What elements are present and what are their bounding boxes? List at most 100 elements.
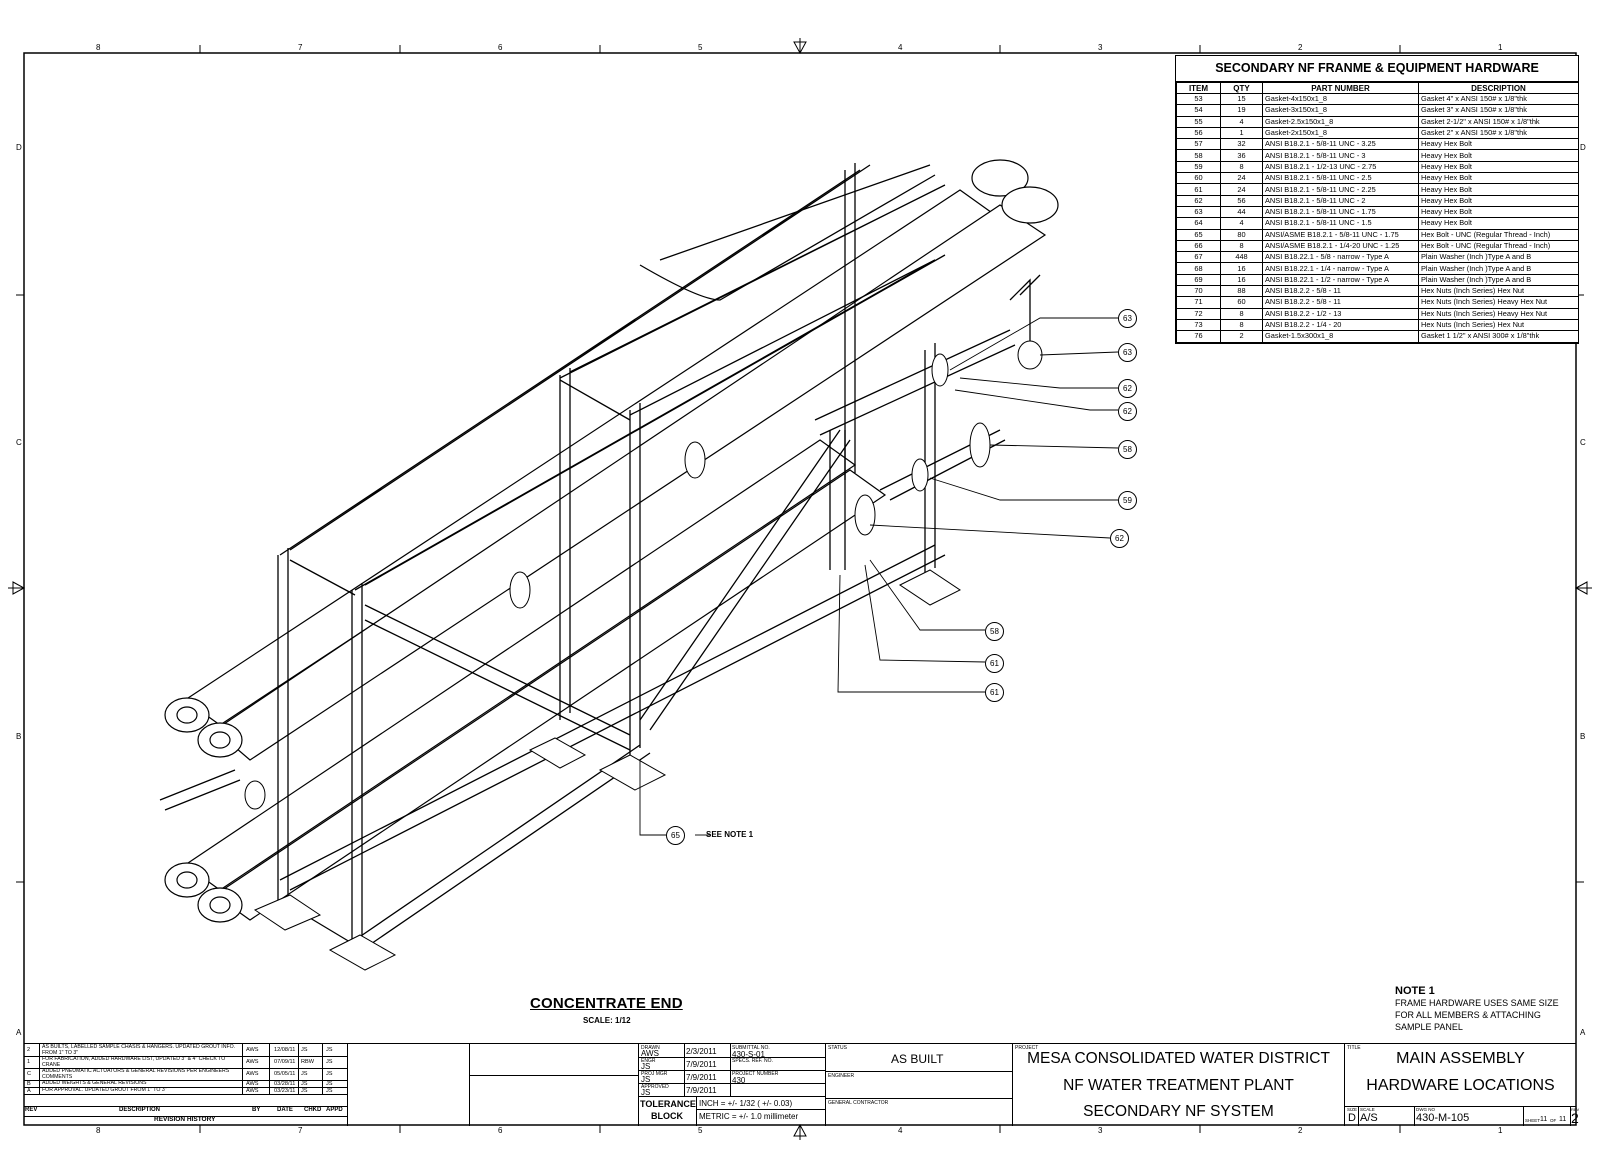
item-balloon: 58 bbox=[1118, 440, 1137, 459]
drawn-label: DRAWN bbox=[641, 1045, 660, 1051]
table-cell: Heavy Hex Bolt bbox=[1418, 205, 1579, 219]
revision-cell: C bbox=[27, 1071, 32, 1077]
column-header: ITEM bbox=[1176, 82, 1221, 94]
zone-number: 7 bbox=[298, 1126, 303, 1135]
tolerance-inch: INCH = +/- 1/32 ( +/- 0.03) bbox=[699, 1099, 793, 1108]
revision-footer: REVISION HISTORY bbox=[154, 1116, 216, 1123]
size-label: SIZE bbox=[1347, 1107, 1358, 1112]
zone-number: 5 bbox=[698, 43, 703, 52]
size-value: D bbox=[1348, 1112, 1356, 1124]
zone-number: 3 bbox=[1098, 43, 1103, 52]
table-cell: 44 bbox=[1220, 205, 1263, 219]
revision-cell: A bbox=[27, 1087, 31, 1094]
table-cell: Hex Bolt - UNC (Regular Thread - Inch) bbox=[1418, 228, 1579, 241]
zone-number: 4 bbox=[898, 43, 903, 52]
table-cell: 60 bbox=[1220, 296, 1263, 309]
table-cell: 59 bbox=[1176, 160, 1221, 174]
table-cell: ANSI/ASME B18.2.1 - 5/8-11 UNC - 1.75 bbox=[1262, 228, 1419, 241]
table-cell: Hex Nuts (Inch Series) Heavy Hex Nut bbox=[1418, 307, 1579, 320]
drawn-value: AWS bbox=[641, 1049, 659, 1058]
note-block: NOTE 1 FRAME HARDWARE USES SAME SIZE FOR… bbox=[1395, 985, 1570, 1033]
specs-label: SPECS. REF. NO. bbox=[732, 1058, 773, 1064]
item-balloon: 58 bbox=[985, 622, 1004, 641]
zone-number: 6 bbox=[498, 1126, 503, 1135]
revision-cell: ADDED PNEUMATIC ACTUATORS & GENERAL REVI… bbox=[42, 1068, 230, 1080]
revision-cell: JS bbox=[326, 1047, 333, 1053]
tolerance-label: BLOCK bbox=[651, 1111, 683, 1121]
view-scale: SCALE: 1/12 bbox=[583, 1016, 631, 1025]
zone-letter: A bbox=[1580, 1028, 1586, 1037]
table-cell: Heavy Hex Bolt bbox=[1418, 160, 1579, 174]
zone-number: 5 bbox=[698, 1126, 703, 1135]
table-header-row: ITEM QTY PART NUMBER DESCRIPTION bbox=[1176, 82, 1579, 94]
zone-number: 6 bbox=[498, 43, 503, 52]
table-cell: 58 bbox=[1176, 149, 1221, 162]
projmgr-date: 7/9/2011 bbox=[686, 1073, 717, 1082]
table-cell: 53 bbox=[1176, 92, 1221, 106]
zone-letter: D bbox=[16, 143, 22, 152]
table-cell: 8 bbox=[1220, 307, 1263, 320]
zone-letter: B bbox=[1580, 732, 1586, 741]
note-line: FRAME HARDWARE USES SAME SIZE bbox=[1395, 998, 1559, 1008]
hardware-table-title: SECONDARY NF FRANME & EQUIPMENT HARDWARE bbox=[1176, 56, 1578, 82]
project-block: PROJECT MESA CONSOLIDATED WATER DISTRICT… bbox=[1013, 1044, 1345, 1126]
table-cell: ANSI B18.2.2 - 1/4 - 20 bbox=[1262, 318, 1419, 332]
table-cell: 1 bbox=[1220, 126, 1263, 140]
table-cell: ANSI B18.2.1 - 1/2-13 UNC - 2.75 bbox=[1262, 160, 1419, 174]
table-cell: 67 bbox=[1176, 251, 1221, 264]
view-title: CONCENTRATE END bbox=[530, 995, 683, 1012]
table-cell: 8 bbox=[1220, 318, 1263, 332]
table-cell: Gasket-3x150x1_8 bbox=[1262, 104, 1419, 117]
status-value: AS BUILT bbox=[891, 1052, 944, 1066]
table-cell: 68 bbox=[1176, 262, 1221, 275]
revision-cell: AWS bbox=[246, 1080, 259, 1087]
of-value: 11 bbox=[1559, 1116, 1567, 1123]
table-cell: ANSI B18.2.1 - 5/8-11 UNC - 2 bbox=[1262, 194, 1419, 207]
table-cell: 8 bbox=[1220, 239, 1263, 253]
column-header: QTY bbox=[1220, 82, 1263, 94]
rev-col-header: APPD bbox=[326, 1107, 343, 1113]
table-cell: Heavy Hex Bolt bbox=[1418, 172, 1579, 185]
item-balloon: 63 bbox=[1118, 343, 1137, 362]
projmgr-label: PROJ MGR bbox=[641, 1071, 668, 1077]
revision-cell: AWS bbox=[246, 1071, 259, 1077]
item-balloon: 62 bbox=[1118, 379, 1137, 398]
table-cell: Hex Nuts (Inch Series) Heavy Hex Nut bbox=[1418, 296, 1579, 309]
zone-number: 8 bbox=[96, 43, 101, 52]
dwg-value: 430-M-105 bbox=[1416, 1112, 1470, 1124]
tolerance-metric: METRIC = +/- 1.0 millimeter bbox=[699, 1112, 799, 1121]
table-cell: 2 bbox=[1220, 330, 1263, 343]
table-cell: Hex Nuts (Inch Series) Hex Nut bbox=[1418, 318, 1579, 332]
table-cell: 56 bbox=[1220, 194, 1263, 207]
table-cell: 69 bbox=[1176, 273, 1221, 287]
of-label: OF bbox=[1550, 1118, 1557, 1123]
table-cell: 24 bbox=[1220, 172, 1263, 185]
table-cell: Gasket 4" x ANSI 150# x 1/8"thk bbox=[1418, 92, 1579, 106]
rev-label: REV bbox=[1571, 1107, 1580, 1112]
table-cell: 56 bbox=[1176, 126, 1221, 140]
see-note-label: SEE NOTE 1 bbox=[706, 830, 754, 839]
table-cell: 57 bbox=[1176, 138, 1221, 151]
revision-cell: ADDED WEIGHTS & GENERAL REVISIONS bbox=[42, 1080, 147, 1086]
table-cell: Hex Bolt - UNC (Regular Thread - Inch) bbox=[1418, 239, 1579, 253]
title-label: TITLE bbox=[1347, 1045, 1361, 1051]
revision-row: C ADDED PNEUMATIC ACTUATORS & GENERAL REV… bbox=[24, 1068, 347, 1081]
table-cell: Gasket 2" x ANSI 150# x 1/8"thk bbox=[1418, 126, 1579, 140]
zone-number: 2 bbox=[1298, 1126, 1303, 1135]
table-cell: 36 bbox=[1220, 149, 1263, 162]
table-cell: Gasket-1.5x300x1_8 bbox=[1262, 330, 1419, 343]
sheet-label: SHEET bbox=[1525, 1118, 1541, 1123]
rev-col-header: REV bbox=[25, 1107, 38, 1113]
note-line: SAMPLE PANEL bbox=[1395, 1022, 1463, 1032]
